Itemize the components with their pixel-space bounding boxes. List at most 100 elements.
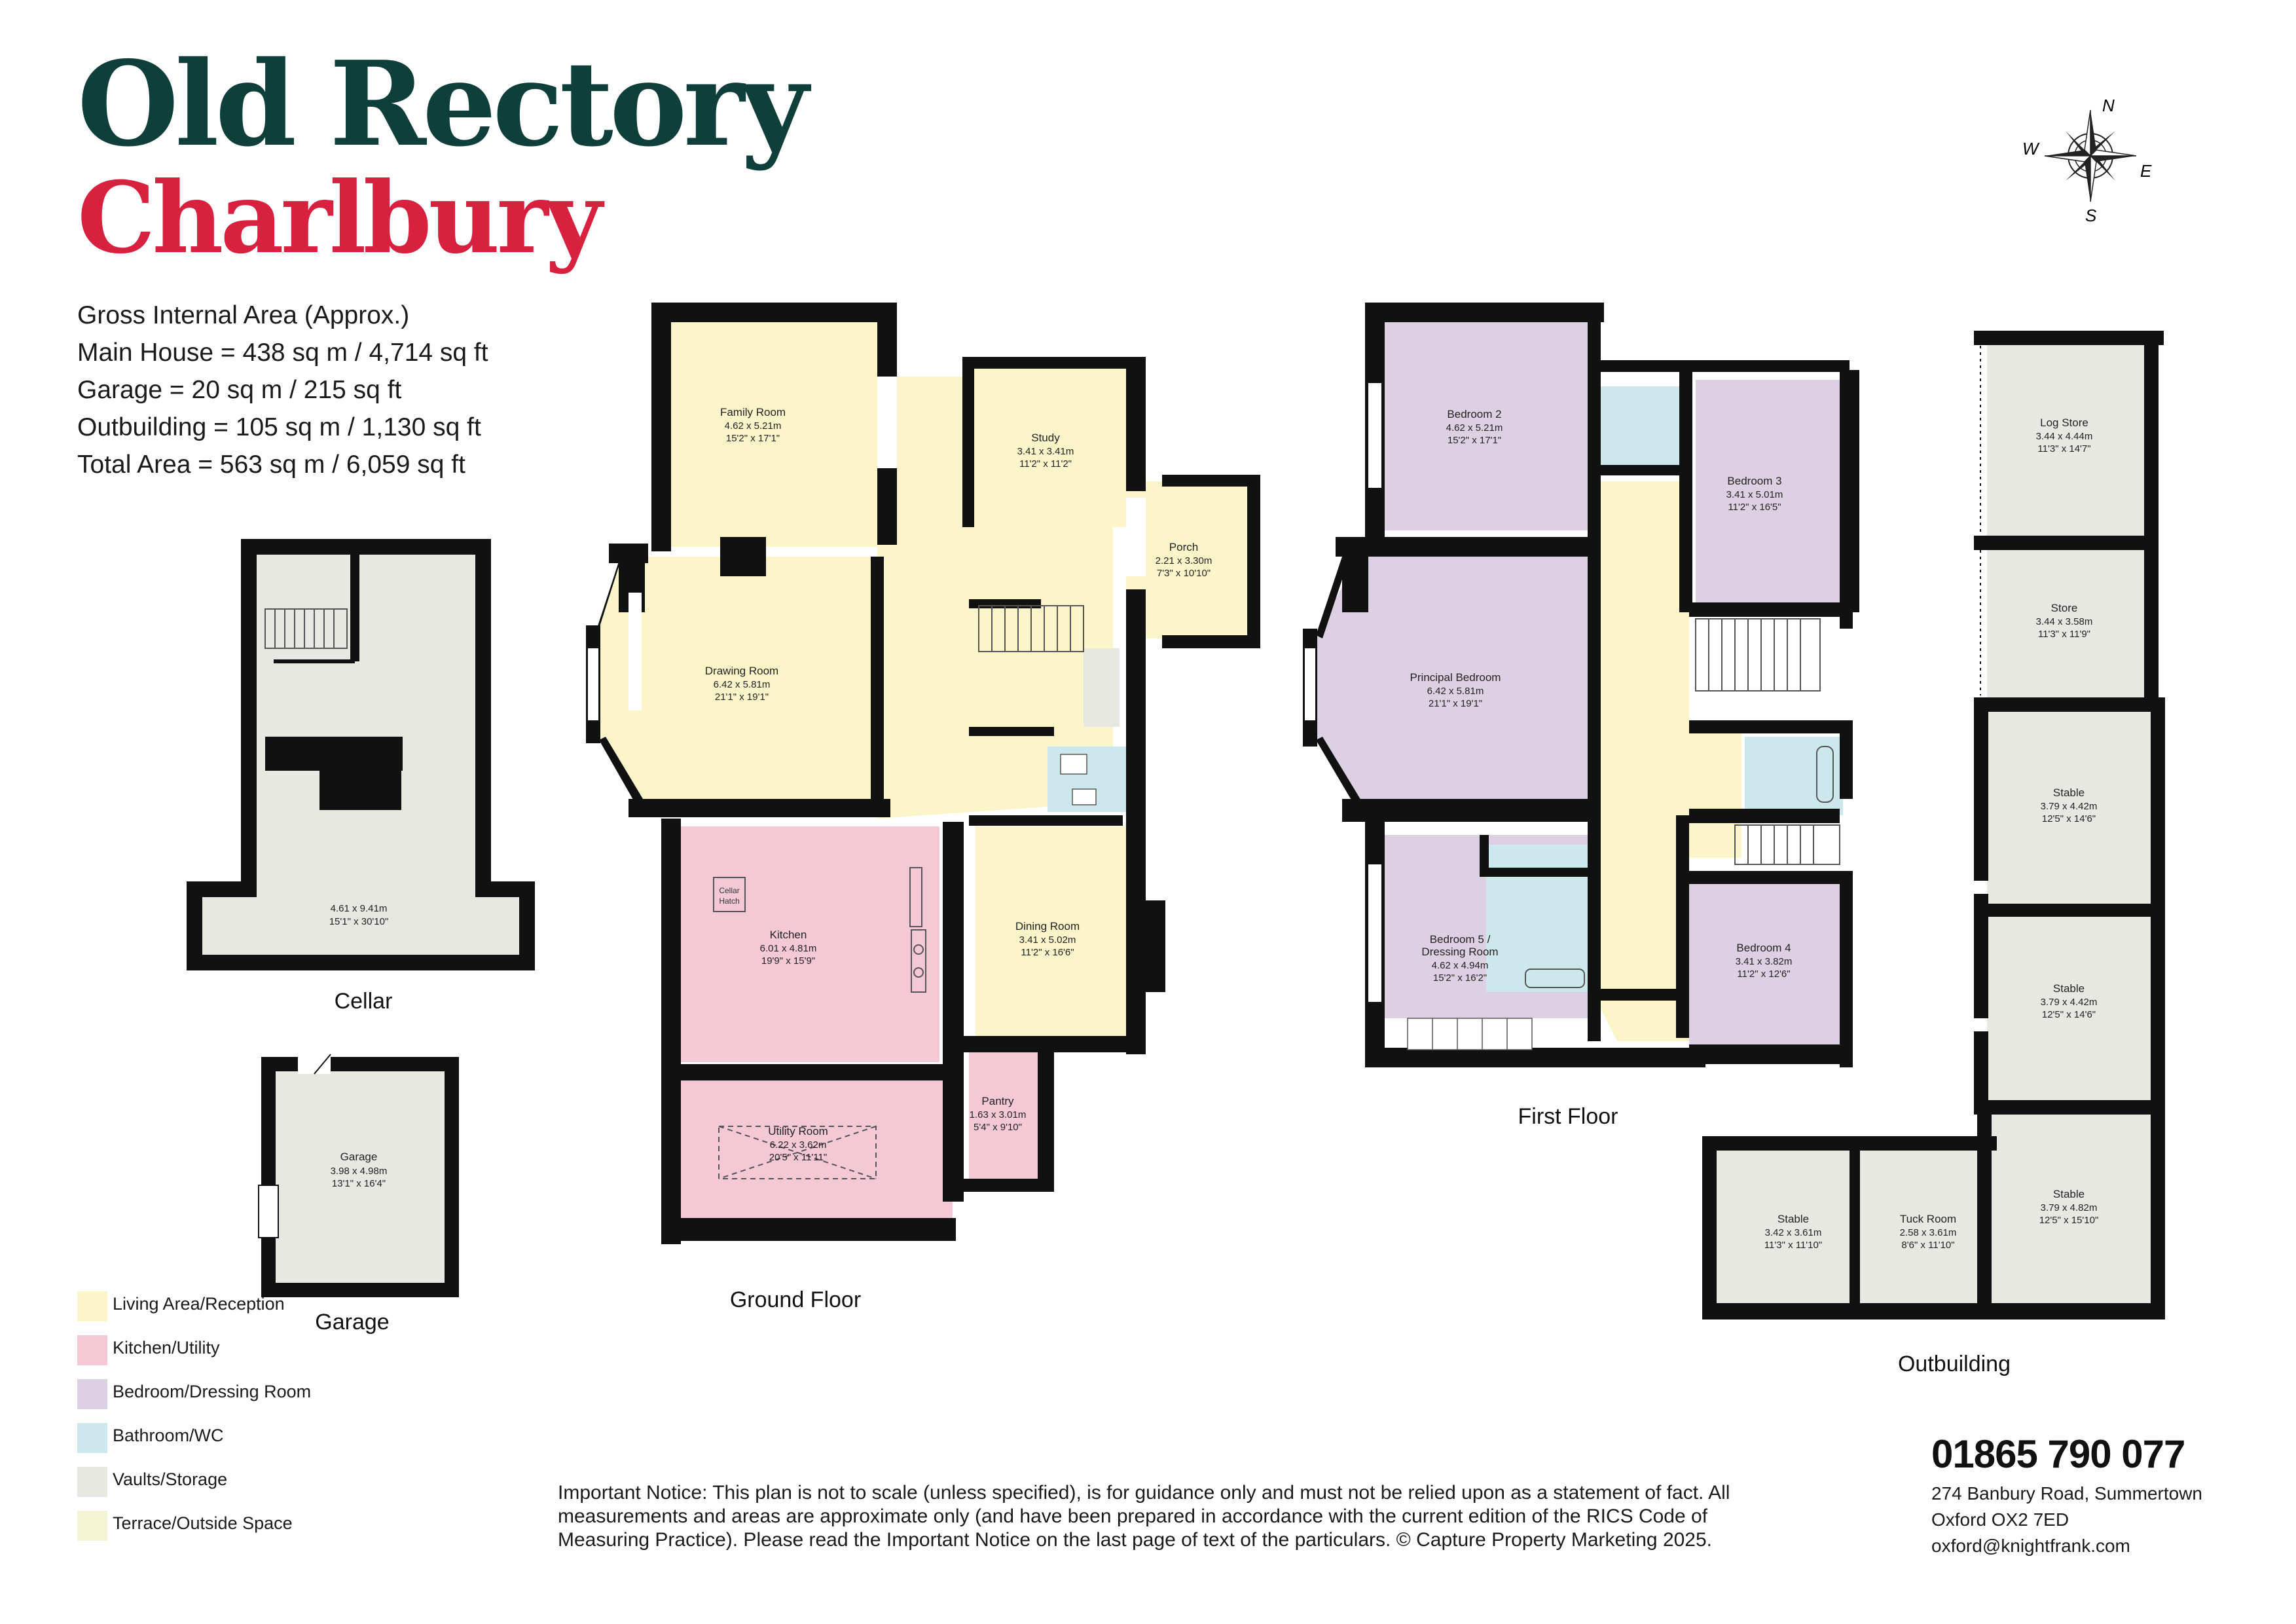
stable-c-size-m: 3.79 x 4.82m [2041, 1202, 2098, 1213]
bedroom-2 [1381, 321, 1588, 530]
area-summary: Gross Internal Area (Approx.) Main House… [77, 297, 488, 483]
legend-swatch [77, 1511, 107, 1541]
pantry-name: Pantry [981, 1095, 1014, 1107]
principal-bedroom-size-m: 6.42 x 5.81m [1427, 686, 1484, 697]
agent-contact: 01865 790 077 274 Banbury Road, Summerto… [1931, 1431, 2202, 1559]
compass-rose-icon: N E S W [2022, 96, 2152, 225]
pantry-size-m: 1.63 x 3.01m [970, 1109, 1027, 1120]
legend-swatch [77, 1423, 107, 1453]
cellar-plan: 4.61 x 9.41m 15'1" x 30'10" Cellar [187, 539, 535, 1014]
study-size-m: 3.41 x 3.41m [1017, 446, 1074, 457]
principal-bedroom [1316, 557, 1588, 812]
bedroom-4-name: Bedroom 4 [1736, 942, 1791, 954]
study-size-ft: 11'2" x 11'2" [1019, 458, 1072, 470]
kitchen-size-ft: 19'9" x 15'9" [761, 955, 815, 967]
compass-n: N [2102, 96, 2115, 115]
store-size-ft: 11'3" x 11'9" [2038, 629, 2090, 640]
bedroom-4-size-ft: 11'2" x 12'6" [1737, 969, 1790, 980]
stable-c-name: Stable [2053, 1188, 2085, 1200]
bedroom-3 [1696, 380, 1846, 606]
garage-size-ft: 13'1" x 16'4" [332, 1178, 386, 1189]
porch-size-ft: 7'3" x 10'10" [1157, 568, 1211, 579]
landing [1597, 481, 1689, 1041]
dining-room-name: Dining Room [1015, 920, 1080, 932]
stables-east [1987, 707, 2157, 1310]
stable-b-size-ft: 12'5" x 14'6" [2042, 1009, 2096, 1020]
kitchen [681, 826, 939, 1062]
bedroom-2-name: Bedroom 2 [1447, 408, 1501, 420]
store-size-m: 3.44 x 3.58m [2036, 616, 2093, 627]
legend-label: Bedroom/Dressing Room [113, 1382, 312, 1401]
bedroom-3-name: Bedroom 3 [1727, 475, 1781, 487]
dining-room-size-ft: 11'2" x 16'6" [1021, 947, 1074, 958]
legend-label: Terrace/Outside Space [113, 1513, 293, 1533]
under-stair-store [1084, 648, 1120, 727]
porch-size-m: 2.21 x 3.30m [1156, 555, 1212, 566]
bedroom-5-size-ft: 15'2" x 16'2" [1433, 972, 1487, 984]
tuck-room-name: Tuck Room [1900, 1213, 1956, 1225]
log-store-and-store [1987, 341, 2151, 707]
bedroom-5-name-2: Dressing Room [1421, 946, 1498, 958]
study-name: Study [1031, 432, 1060, 444]
compass-w: W [2022, 139, 2040, 158]
address-line-2: Oxford OX2 7ED [1931, 1509, 2069, 1530]
utility-room [665, 1080, 953, 1218]
first-floor-ensuite [1745, 737, 1843, 815]
legend-label: Living Area/Reception [113, 1294, 285, 1314]
family-room-size-ft: 15'2" x 17'1" [726, 433, 780, 444]
drawing-room-size-m: 6.42 x 5.81m [714, 679, 771, 690]
bedroom-3-size-ft: 11'2" x 16'5" [1728, 502, 1781, 513]
garage-size-m: 3.98 x 4.98m [331, 1166, 388, 1177]
family-room [668, 321, 884, 547]
utility-room-size-ft: 20'5" x 11'11" [769, 1152, 827, 1163]
legend-label: Kitchen/Utility [113, 1338, 220, 1357]
principal-bedroom-size-ft: 21'1" x 19'1" [1429, 698, 1482, 709]
stable-d-name: Stable [1777, 1213, 1809, 1225]
kitchen-size-m: 6.01 x 4.81m [760, 943, 817, 954]
garage-plan: Garage 3.98 x 4.98m 13'1" x 16'4" Garage [258, 1054, 459, 1335]
legend-swatch [77, 1291, 107, 1321]
garage-name: Garage [340, 1151, 378, 1163]
bedroom-5-size-m: 4.62 x 4.94m [1432, 960, 1489, 971]
bedroom-4 [1689, 884, 1846, 1048]
bedroom-5-name-1: Bedroom 5 / [1430, 933, 1491, 946]
title-old-rectory: Old Rectory [77, 35, 809, 172]
title-charlbury: Charlbury [77, 160, 602, 276]
cellar-hatch-label-1: Cellar [719, 886, 739, 895]
floor-label-garage: Garage [315, 1310, 389, 1335]
area-heading: Gross Internal Area (Approx.) [77, 301, 410, 329]
important-notice: Important Notice: This plan is not to sc… [558, 1482, 1730, 1551]
log-store-size-ft: 11'3" x 14'7" [2037, 443, 2090, 454]
bedroom-2-size-ft: 15'2" x 17'1" [1448, 435, 1501, 446]
utility-room-name: Utility Room [768, 1125, 828, 1137]
study [972, 363, 1133, 527]
cellar-size-m: 4.61 x 9.41m [331, 903, 388, 914]
floor-label-cellar: Cellar [335, 989, 393, 1014]
utility-room-size-m: 6.22 x 3.62m [770, 1139, 827, 1151]
area-main-house: Main House = 438 sq m / 4,714 sq ft [77, 339, 488, 367]
store-name: Store [2051, 602, 2078, 614]
stable-a-size-m: 3.79 x 4.42m [2041, 801, 2098, 812]
first-floor-plan: Bedroom 2 4.62 x 5.21m 15'2" x 17'1" Bed… [1303, 303, 1859, 1129]
compass-s: S [2085, 206, 2097, 225]
phone-number[interactable]: 01865 790 077 [1931, 1432, 2185, 1476]
drawing-room-size-ft: 21'1" x 19'1" [715, 692, 769, 703]
pantry-size-ft: 5'4" x 9'10" [974, 1122, 1022, 1133]
tuck-room-size-m: 2.58 x 3.61m [1900, 1227, 1957, 1238]
legend-swatch [77, 1379, 107, 1409]
floor-label-outbuilding: Outbuilding [1898, 1352, 2011, 1376]
legend-label: Vaults/Storage [113, 1469, 228, 1489]
principal-bedroom-name: Principal Bedroom [1410, 671, 1501, 684]
stable-d-size-ft: 11'3" x 11'10" [1764, 1240, 1822, 1251]
family-room-name: Family Room [720, 406, 786, 418]
family-room-size-m: 4.62 x 5.21m [725, 420, 782, 432]
email-link[interactable]: oxford@knightfrank.com [1931, 1536, 2130, 1556]
porch-name: Porch [1169, 541, 1198, 553]
ground-floor-plan: Family Room 4.62 x 5.21m 15'2" x 17'1" S… [586, 303, 1260, 1312]
bedroom-2-size-m: 4.62 x 5.21m [1446, 422, 1503, 434]
bedroom-4-size-m: 3.41 x 3.82m [1736, 956, 1793, 967]
compass-e: E [2140, 161, 2152, 181]
log-store-size-m: 3.44 x 4.44m [2036, 431, 2093, 442]
stable-c-size-ft: 12'5" x 15'10" [2039, 1215, 2099, 1226]
